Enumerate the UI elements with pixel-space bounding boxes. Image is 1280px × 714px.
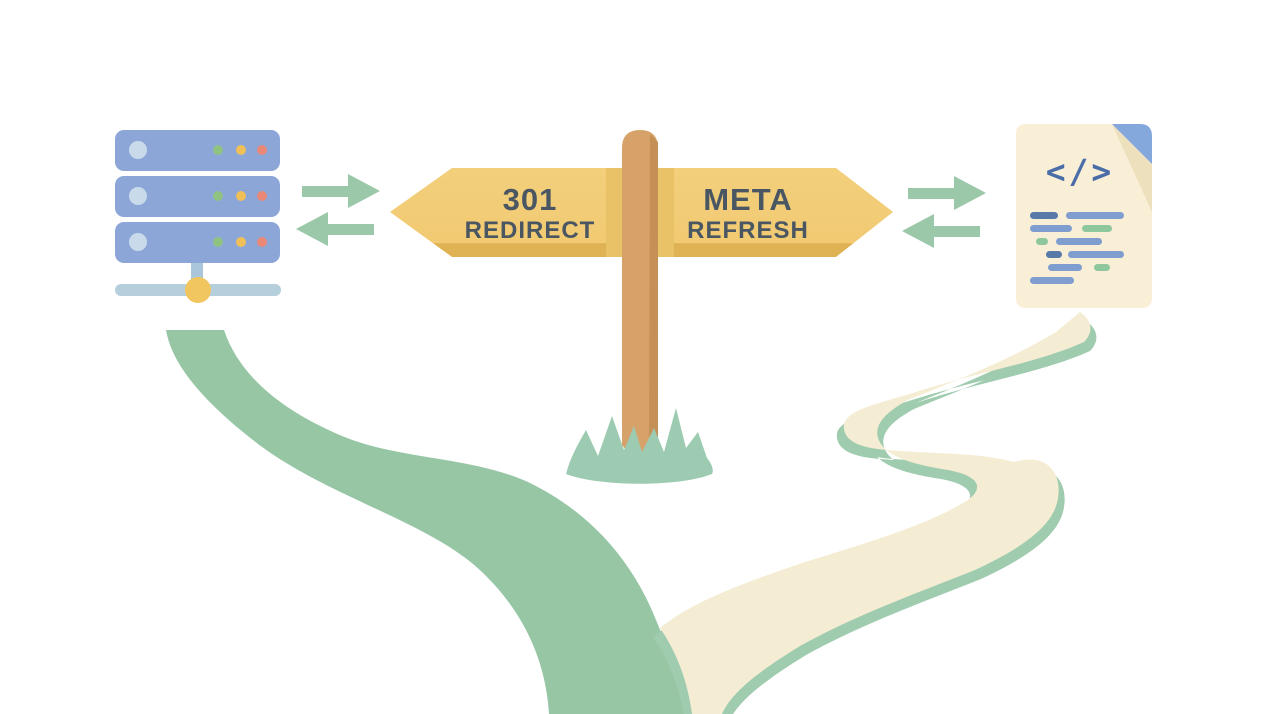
code-line xyxy=(1066,212,1124,219)
sign-left-line2: REDIRECT xyxy=(464,217,596,244)
code-line xyxy=(1082,225,1112,232)
code-line xyxy=(1030,212,1058,219)
sign-right-line2: REFRESH xyxy=(687,217,809,244)
bidirectional-arrows-icon xyxy=(902,176,986,248)
server-drive-light xyxy=(129,187,147,205)
code-line xyxy=(1048,264,1082,271)
code-line xyxy=(1094,264,1110,271)
sign-left-301-redirect: 301 REDIRECT xyxy=(420,182,640,244)
server-unit-row xyxy=(115,176,280,217)
arrow-right-icon xyxy=(908,176,986,210)
status-dot-red xyxy=(257,145,267,155)
sign-right-line1: META xyxy=(703,182,793,217)
code-line xyxy=(1036,238,1048,245)
status-dot-green xyxy=(213,145,223,155)
green-road-path xyxy=(166,330,700,714)
cream-road-path xyxy=(660,312,1091,714)
signpost-pole-shade xyxy=(649,134,658,456)
code-lines xyxy=(1030,212,1124,284)
server-unit-row xyxy=(115,222,280,263)
status-dot-green xyxy=(213,191,223,201)
server-drive-light xyxy=(129,141,147,159)
status-dot-red xyxy=(257,237,267,247)
sign-right-meta-refresh: META REFRESH xyxy=(638,182,858,244)
grass-icon xyxy=(566,408,713,484)
status-dot-red xyxy=(257,191,267,201)
code-line xyxy=(1056,238,1102,245)
network-node xyxy=(185,277,211,303)
fold-shade xyxy=(1112,124,1152,212)
bidirectional-arrows-icon xyxy=(296,174,380,246)
code-line xyxy=(1030,225,1072,232)
code-line xyxy=(1030,277,1074,284)
code-line xyxy=(1068,251,1124,258)
code-glyph-icon: </> xyxy=(1045,152,1115,191)
signpost-pole xyxy=(622,130,658,468)
status-dot-yellow xyxy=(236,145,246,155)
server-unit-row xyxy=(115,130,280,171)
status-dot-yellow xyxy=(236,191,246,201)
arrow-left-icon xyxy=(296,212,374,246)
status-dot-yellow xyxy=(236,237,246,247)
sign-left-line1: 301 xyxy=(502,182,558,217)
pole-shadow-left xyxy=(606,168,622,257)
signpost xyxy=(390,130,893,468)
server-drive-light xyxy=(129,233,147,251)
status-dot-green xyxy=(213,237,223,247)
folded-corner-icon xyxy=(1112,124,1152,164)
arrow-right-icon xyxy=(302,174,380,208)
arrow-left-icon xyxy=(902,214,980,248)
pole-shadow-right xyxy=(658,168,674,257)
server-icon xyxy=(115,130,281,303)
html-document-icon xyxy=(1016,124,1152,308)
code-line xyxy=(1046,251,1062,258)
